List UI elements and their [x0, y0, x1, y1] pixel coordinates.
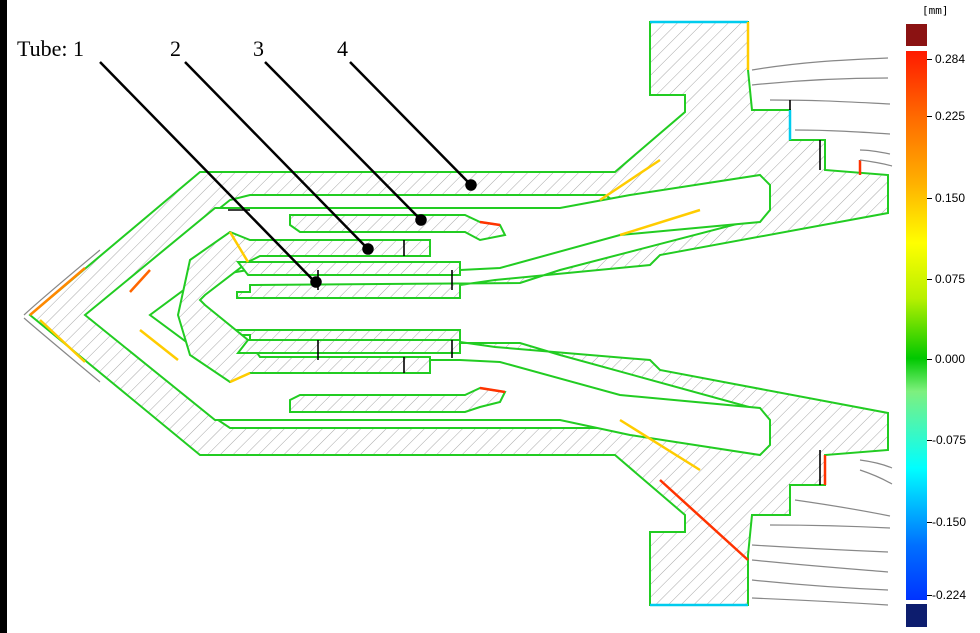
tube-label-4: 4: [337, 36, 348, 61]
color-scale-unit: [mm]: [922, 4, 949, 17]
tube-2-body: [176, 230, 431, 384]
tick-mark: [927, 279, 932, 280]
leader-lines: [99, 61, 477, 288]
tick-mark: [927, 522, 932, 523]
tube-label-3: 3: [253, 36, 264, 61]
tube-label-1: Tube: 1: [17, 36, 85, 61]
tick-label: 0.000: [935, 352, 966, 366]
tick-label: -0.150: [932, 515, 967, 529]
deviation-diagram: [23, 20, 893, 607]
tube-1-body: [235, 261, 461, 276]
tick-mark: [927, 440, 932, 441]
tick-label: 0.075: [935, 272, 966, 286]
tick-label: -0.224: [932, 588, 967, 602]
tube-3-body: [289, 214, 507, 242]
tube-label-2: 2: [170, 36, 181, 61]
color-scale-min-block: [906, 604, 927, 627]
tick-mark: [927, 198, 932, 199]
color-scale-gradient: [906, 51, 927, 600]
tick-mark: [927, 595, 932, 596]
scan-outlines: [23, 57, 893, 606]
tick-label: -0.075: [932, 433, 967, 447]
tick-label: 0.225: [935, 109, 966, 123]
tick-mark: [927, 359, 932, 360]
tick-label: 0.150: [935, 191, 966, 205]
tick-mark: [927, 59, 932, 60]
color-scale-max-block: [906, 24, 927, 46]
tube-1-body-lower: [235, 339, 461, 354]
tick-label: 0.284: [935, 52, 966, 66]
tick-mark: [927, 116, 932, 117]
left-border: [0, 0, 7, 633]
outer-housing: [28, 21, 889, 606]
deviation-accents: [29, 20, 862, 607]
tube-3-body-lower: [289, 386, 507, 413]
